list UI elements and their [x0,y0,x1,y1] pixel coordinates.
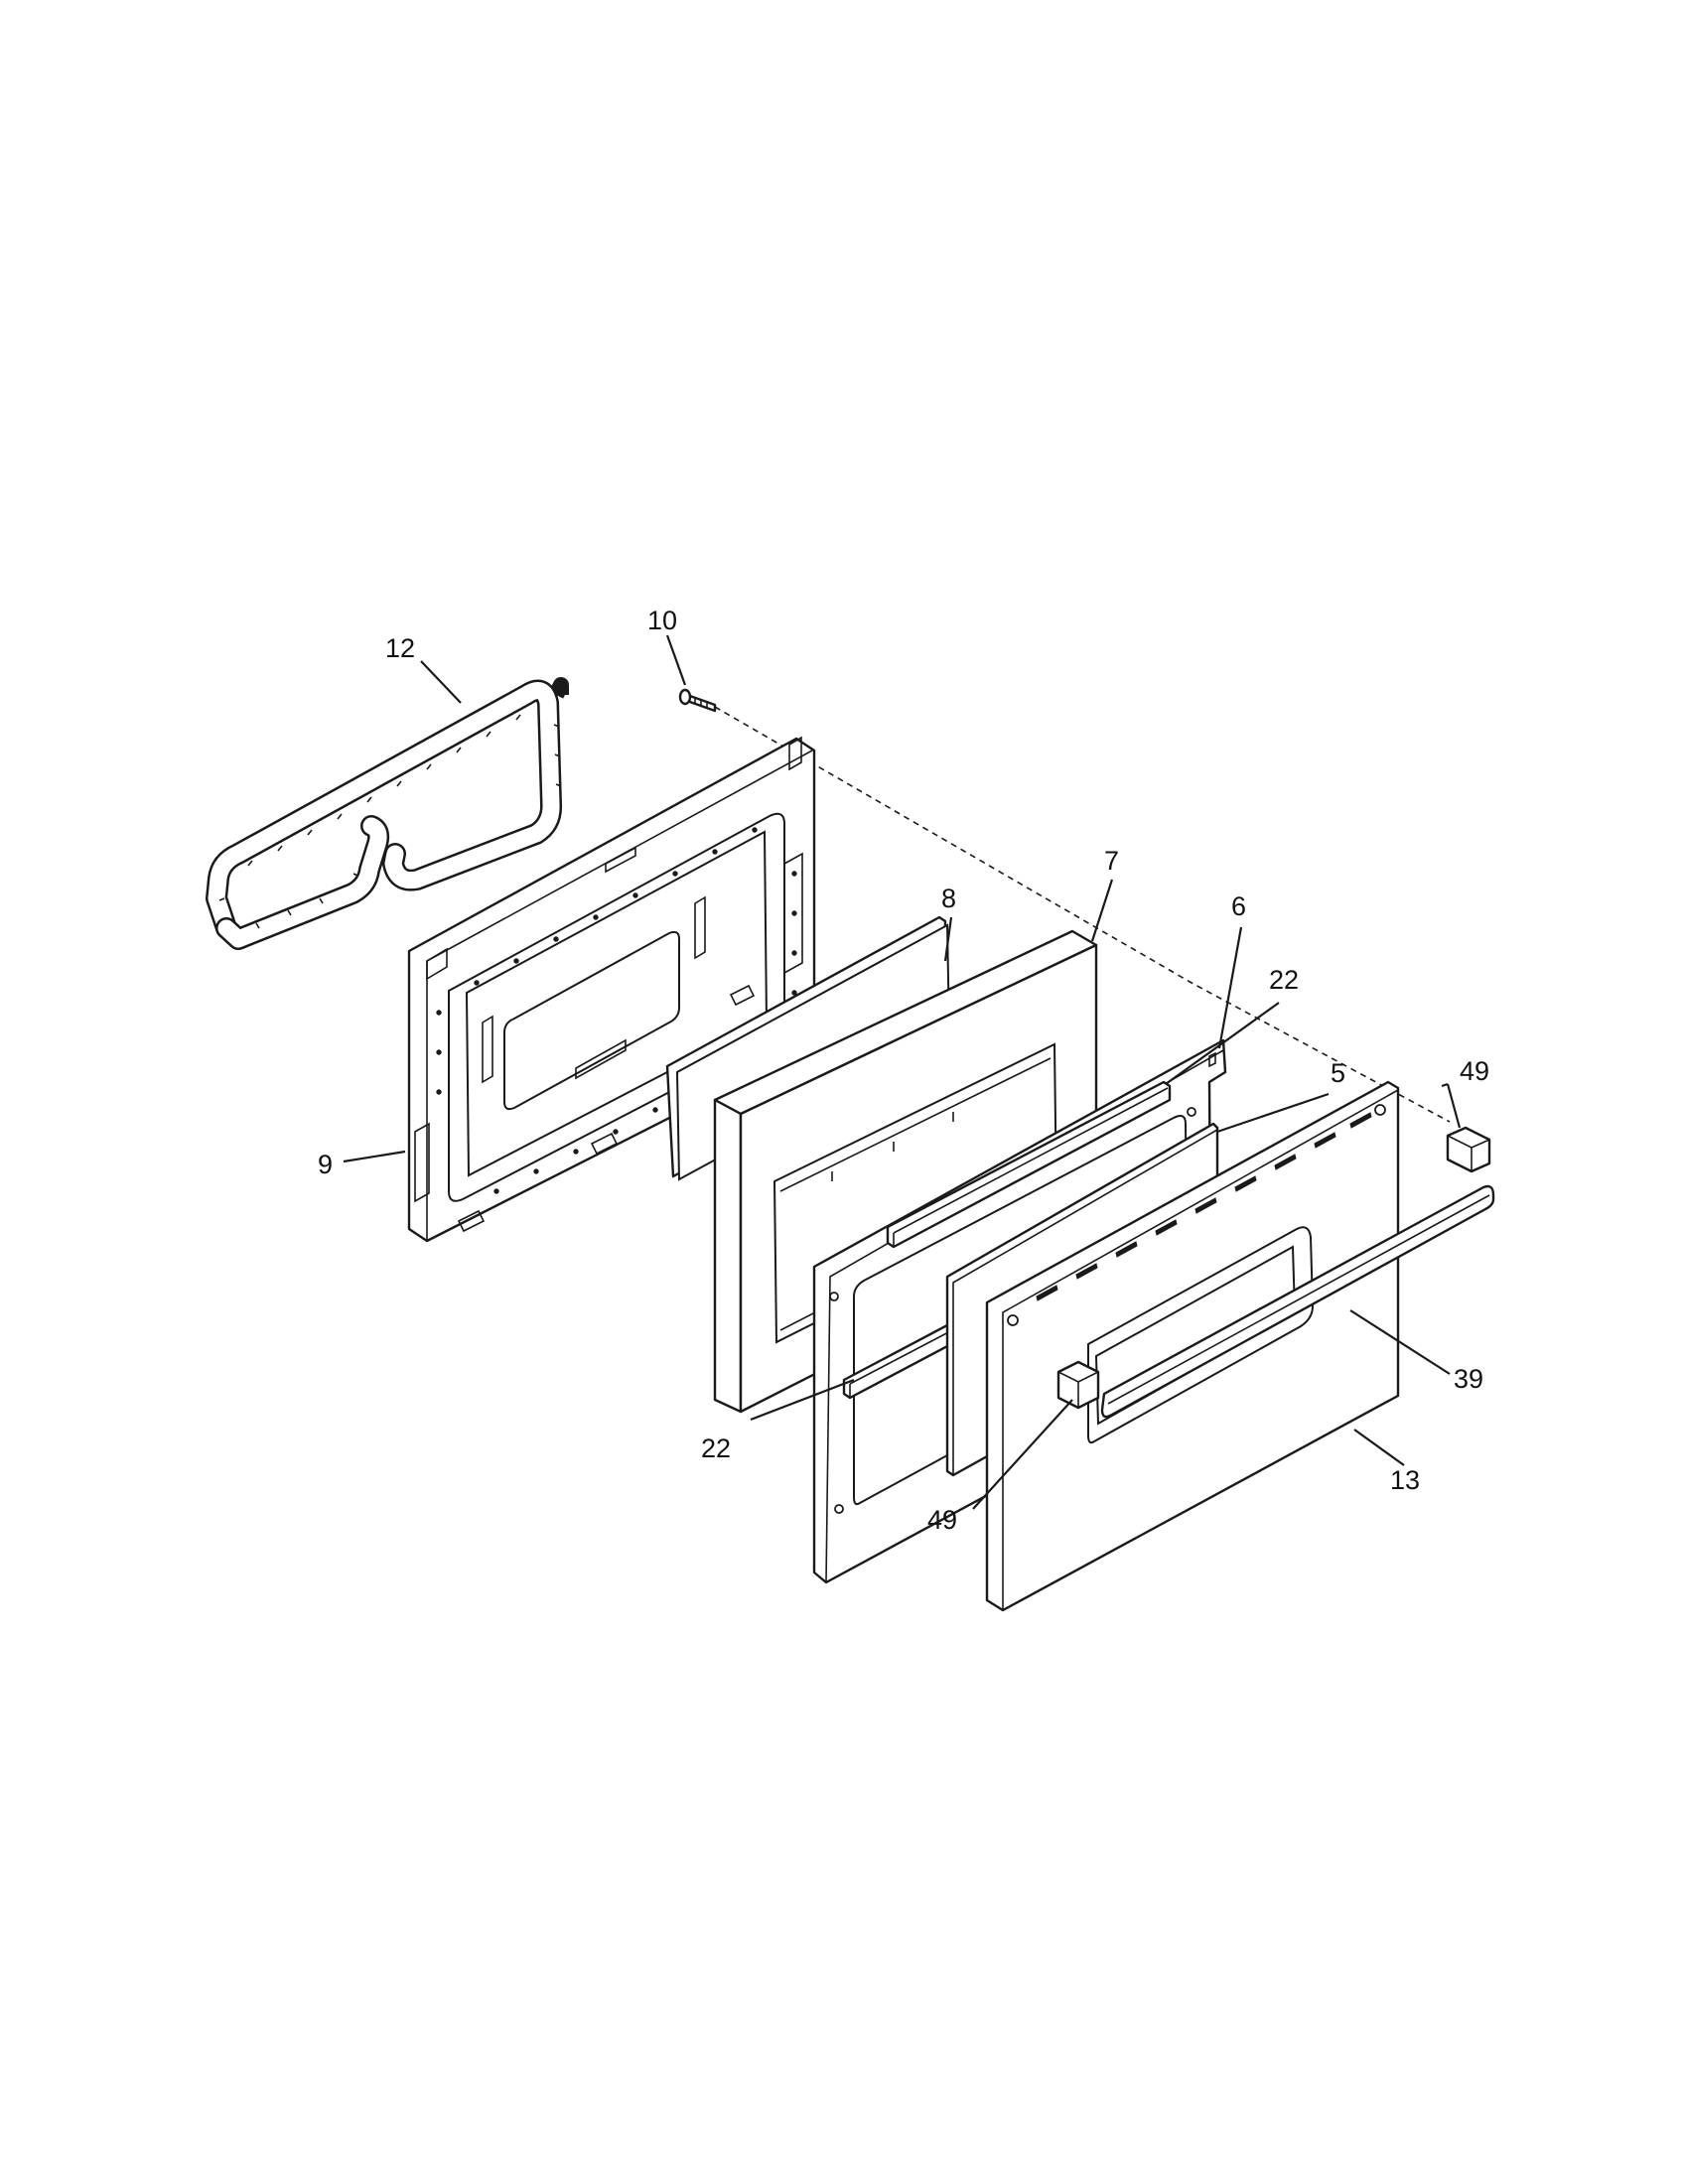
callout-6: 6 [1231,891,1246,921]
callout-22-upper: 22 [1269,965,1299,995]
part-39-door-handle[interactable] [1100,1184,1495,1419]
alignment-dashed-line [714,706,1451,1123]
part-9-inner-door-frame[interactable] [407,736,816,1243]
part-10-screw[interactable] [678,688,717,713]
part-22-upper-rail[interactable] [886,1080,1172,1249]
callout-12: 12 [385,633,415,663]
callout-7: 7 [1104,846,1119,876]
part-12-door-gasket[interactable] [206,635,569,950]
leader-lines [343,634,1462,1510]
part-49-upper-end-cap[interactable] [1446,1126,1491,1173]
callout-39: 39 [1454,1364,1483,1394]
part-49-lower-end-cap[interactable] [1056,1360,1100,1410]
callout-8: 8 [941,884,956,913]
callout-49-upper: 49 [1460,1056,1489,1086]
callout-49-lower: 49 [927,1505,957,1535]
callout-22-lower: 22 [701,1433,731,1463]
callout-10: 10 [647,606,677,635]
callout-9: 9 [318,1150,333,1179]
callout-13: 13 [1390,1465,1420,1495]
callout-5: 5 [1331,1058,1345,1088]
